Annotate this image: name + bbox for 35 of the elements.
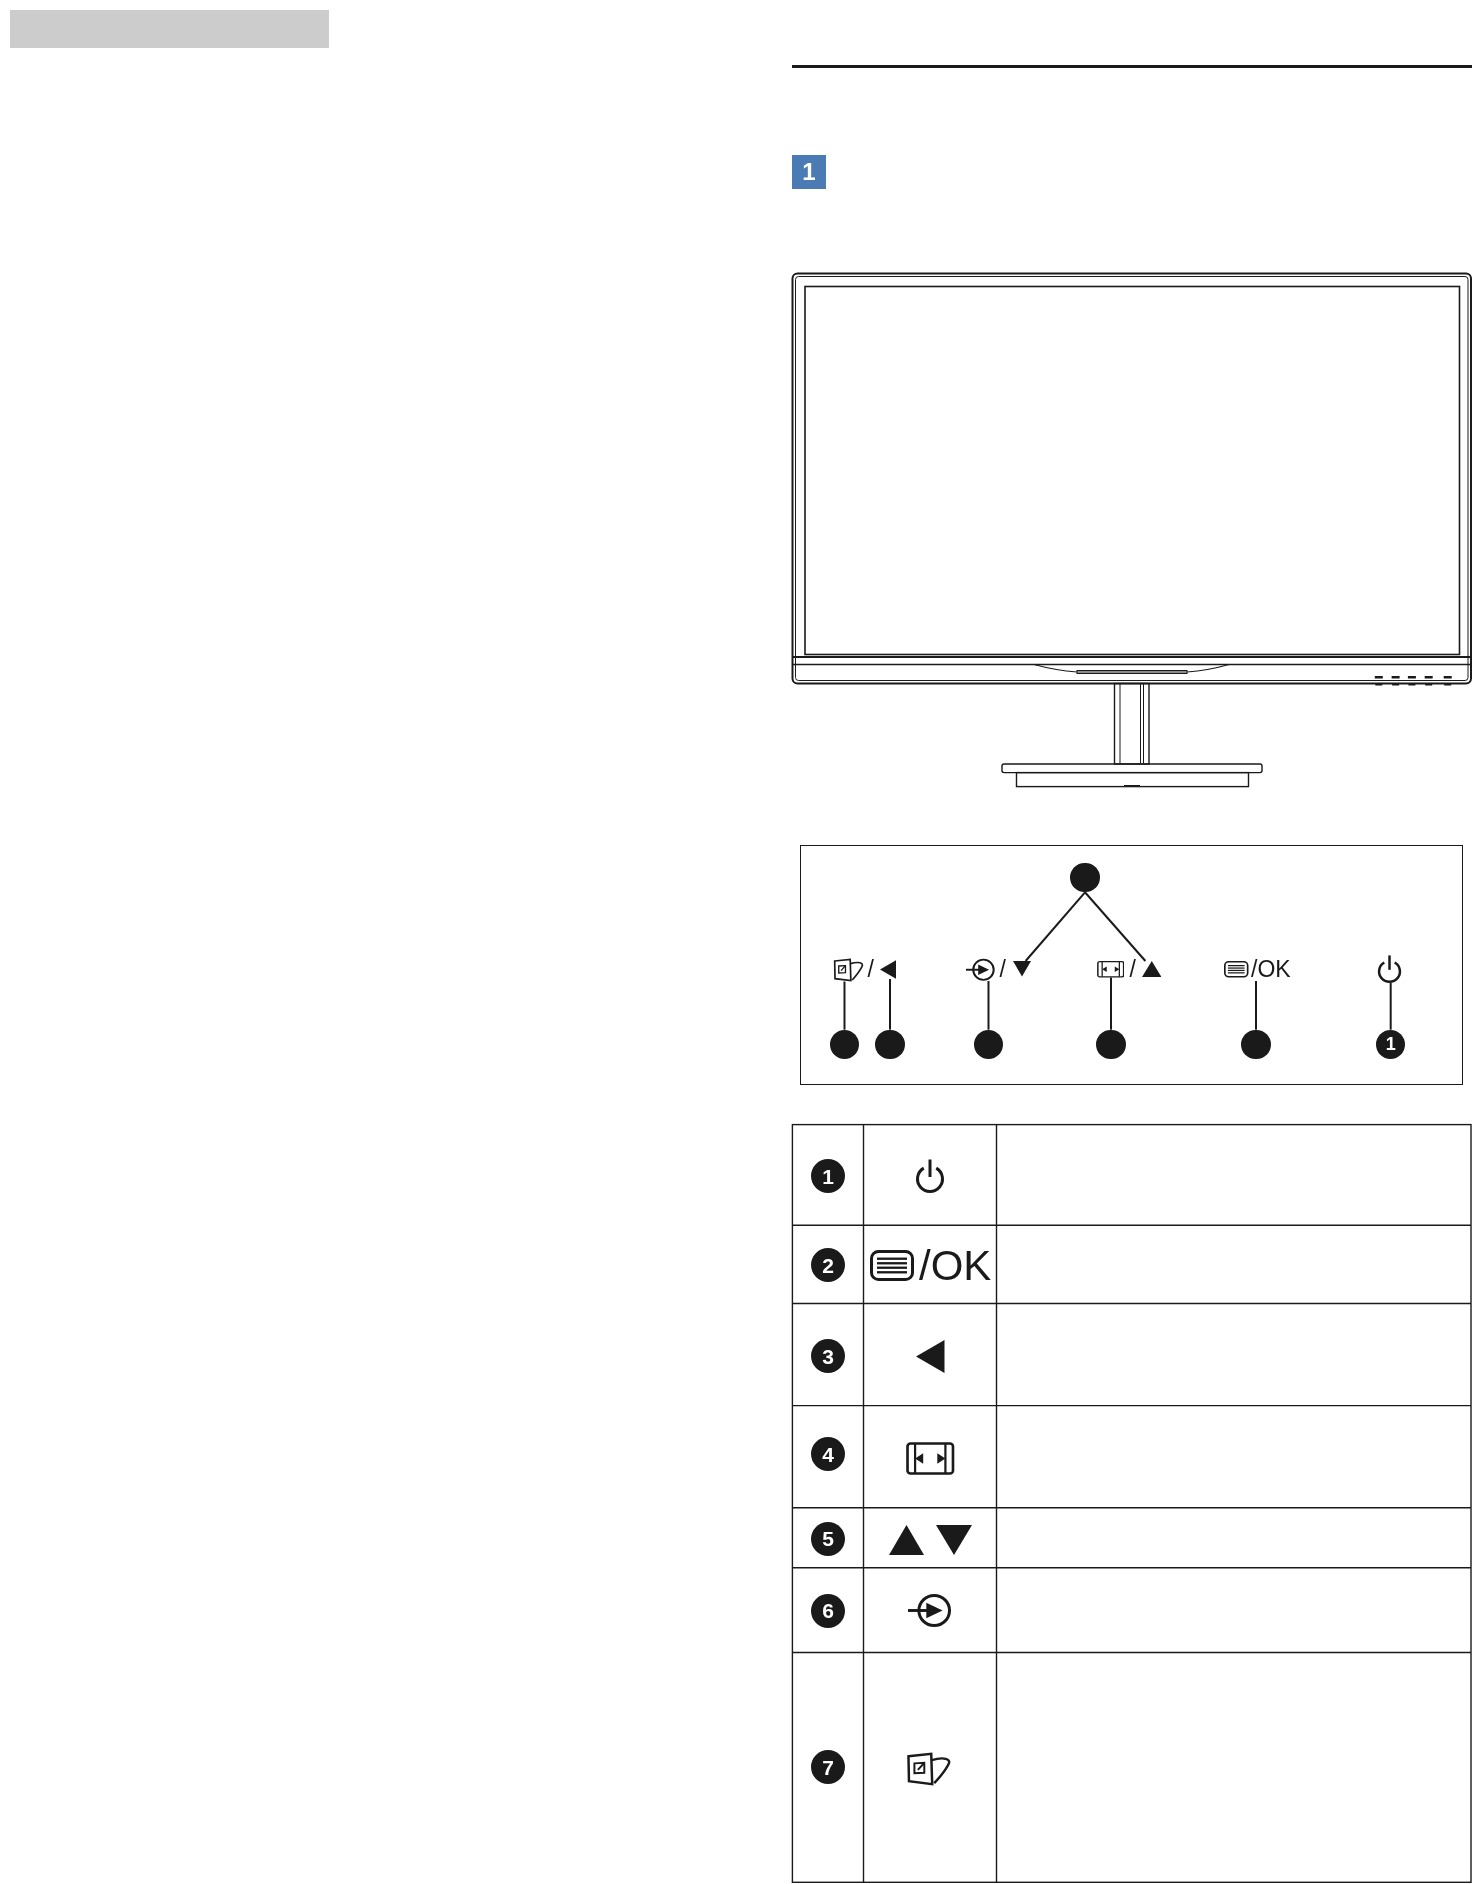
callout-marker <box>1241 1029 1271 1059</box>
callout-number: 5 <box>811 1521 846 1556</box>
callout-marker <box>1070 863 1100 893</box>
callout-number: 3 <box>811 1339 846 1373</box>
leader-line <box>1110 976 1112 1031</box>
slash-label: / <box>999 957 1006 981</box>
slash-label: / <box>1129 957 1136 981</box>
callout-number: 7 <box>811 1750 846 1785</box>
left-arrow-icon <box>879 960 896 979</box>
slash-label: / <box>867 957 874 981</box>
callout-marker <box>973 1029 1004 1059</box>
leader-line <box>889 978 891 1031</box>
leader-line <box>1024 891 1086 962</box>
down-arrow-icon <box>1013 961 1031 977</box>
up-arrow-icon <box>1141 961 1161 977</box>
power-icon <box>1377 955 1402 983</box>
frame-icon <box>832 957 864 982</box>
callout-marker <box>829 1029 860 1059</box>
leader-line <box>1389 982 1392 1031</box>
leader-line <box>987 980 990 1031</box>
circle-arrow-icon <box>965 957 995 981</box>
callout-marker <box>1096 1029 1126 1059</box>
leader-line <box>1084 891 1147 962</box>
box-arrows-icon <box>1096 961 1124 978</box>
button-label: /OK <box>1251 957 1291 981</box>
section-number: 1 <box>792 155 826 189</box>
callout-marker <box>875 1029 905 1059</box>
callout-number: 1 <box>1376 1029 1406 1059</box>
leader-line <box>1255 980 1257 1031</box>
callout-number: 2 <box>811 1248 846 1282</box>
callout-number: 4 <box>811 1437 846 1472</box>
leader-line <box>843 980 846 1031</box>
button-label: /OK <box>919 1242 992 1290</box>
callout-number: 6 <box>811 1593 846 1628</box>
callout-number: 1 <box>811 1159 846 1194</box>
